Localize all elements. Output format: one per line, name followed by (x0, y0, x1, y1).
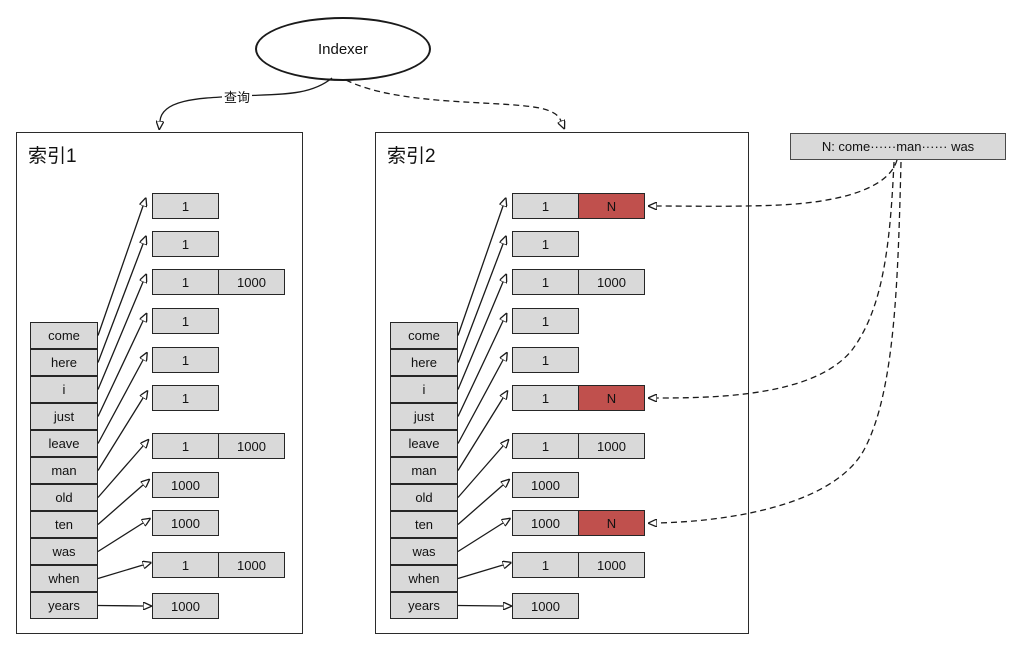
term-cell-man: man (30, 457, 98, 484)
term-cell-old: old (390, 484, 458, 511)
posting-cell: 1000 (218, 552, 285, 578)
term-cell-when: when (30, 565, 98, 592)
note-box: N: come······man······ was (790, 133, 1006, 160)
index1-title: 索引1 (28, 146, 77, 167)
term-cell-come: come (390, 322, 458, 349)
term-cell-i: i (30, 376, 98, 403)
term-cell-leave: leave (390, 430, 458, 457)
posting-cell: 1 (152, 308, 219, 334)
query-label: 查询 (222, 87, 253, 106)
term-cell-here: here (30, 349, 98, 376)
term-cell-just: just (390, 403, 458, 430)
posting-cell: 1 (152, 231, 219, 257)
term-cell-i: i (390, 376, 458, 403)
posting-cell: 1 (512, 433, 579, 459)
posting-cell: 1 (512, 385, 579, 411)
posting-cell: 1 (152, 347, 219, 373)
posting-cell: 1000 (152, 593, 219, 619)
term-cell-was: was (390, 538, 458, 565)
posting-cell: 1000 (218, 433, 285, 459)
term-cell-come: come (30, 322, 98, 349)
posting-cell: 1 (152, 193, 219, 219)
posting-cell: 1000 (512, 510, 579, 536)
posting-cell: 1 (512, 193, 579, 219)
posting-cell: 1 (152, 269, 219, 295)
term-cell-when: when (390, 565, 458, 592)
term-cell-was: was (30, 538, 98, 565)
posting-cell: 1 (512, 269, 579, 295)
term-cell-leave: leave (30, 430, 98, 457)
indexer-node: Indexer (255, 17, 431, 81)
posting-cell: 1 (152, 385, 219, 411)
term-cell-old: old (30, 484, 98, 511)
posting-cell: 1 (152, 552, 219, 578)
posting-cell: 1000 (578, 269, 645, 295)
posting-cell: 1000 (152, 510, 219, 536)
posting-cell: 1 (152, 433, 219, 459)
indexer-label: Indexer (317, 40, 369, 58)
index2-title: 索引2 (387, 146, 436, 167)
posting-cell: 1000 (578, 433, 645, 459)
term-cell-man: man (390, 457, 458, 484)
posting-highlight-cell: N (578, 385, 645, 411)
term-cell-ten: ten (30, 511, 98, 538)
posting-cell: 1000 (218, 269, 285, 295)
term-cell-just: just (30, 403, 98, 430)
posting-cell: 1 (512, 347, 579, 373)
posting-cell: 1 (512, 308, 579, 334)
posting-cell: 1000 (512, 472, 579, 498)
posting-highlight-cell: N (578, 193, 645, 219)
posting-cell: 1000 (152, 472, 219, 498)
term-cell-here: here (390, 349, 458, 376)
posting-highlight-cell: N (578, 510, 645, 536)
note-box-text: N: come······man······ was (821, 139, 975, 154)
posting-cell: 1 (512, 231, 579, 257)
posting-cell: 1 (512, 552, 579, 578)
term-cell-years: years (30, 592, 98, 619)
posting-cell: 1000 (578, 552, 645, 578)
term-cell-ten: ten (390, 511, 458, 538)
posting-cell: 1000 (512, 593, 579, 619)
term-cell-years: years (390, 592, 458, 619)
indexer-to-index2-arrow (345, 79, 561, 121)
